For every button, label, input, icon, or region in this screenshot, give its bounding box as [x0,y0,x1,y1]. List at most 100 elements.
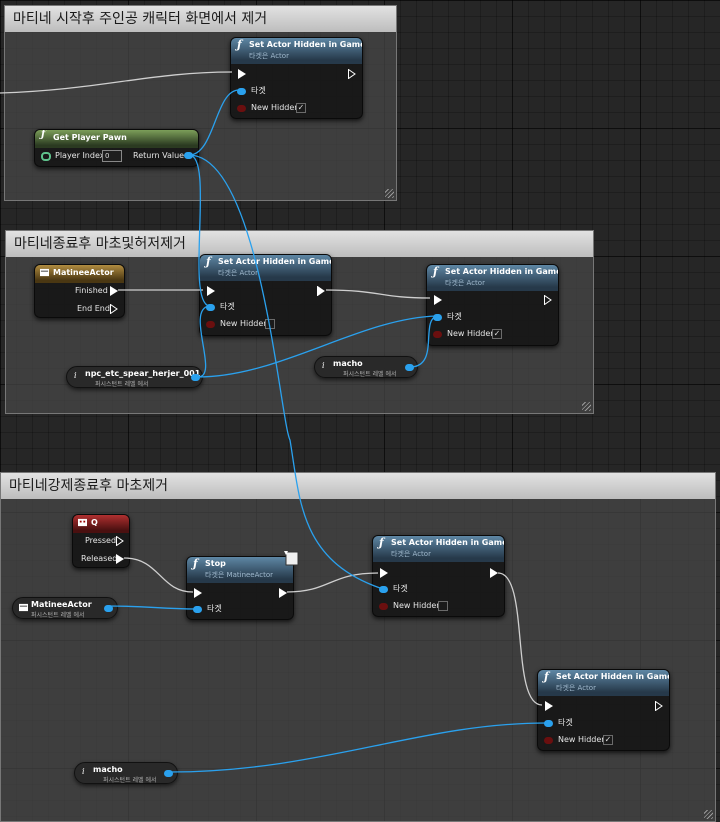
resize-handle[interactable] [582,402,591,411]
function-icon: ƒ [433,265,438,278]
node-title: Set Actor Hidden in Game [556,672,669,681]
player-index-input[interactable]: 0 [102,150,122,162]
target-pin[interactable] [193,606,202,613]
resize-handle[interactable] [385,189,394,198]
exec-in-pin[interactable] [238,69,246,79]
get-player-pawn-node[interactable]: ƒ Get Player Pawn Player Index 0 Return … [34,129,199,167]
new-hidden-checkbox[interactable]: ✓ [296,103,306,113]
node-header: ƒ Stop 타겟은 MatineeActor [187,557,293,583]
target-pin[interactable] [379,586,388,593]
new-hidden-pin[interactable] [379,603,388,610]
end-end-label: End End [77,304,110,313]
return-value-pin[interactable] [184,152,193,159]
actor-variable-node[interactable]: i macho 퍼시스턴트 레벨 에서 [314,356,418,378]
function-icon: ƒ [193,557,198,570]
exec-out-pin[interactable] [317,286,325,296]
function-icon: ƒ [41,130,46,140]
node-header: ƒ Set Actor Hidden in Game 타겟은 Actor [200,255,331,281]
new-hidden-pin[interactable] [544,737,553,744]
new-hidden-checkbox[interactable]: ✓ [603,735,613,745]
set-actor-hidden-node[interactable]: ƒ Set Actor Hidden in Game 타겟은 Actor 타겟 … [537,669,670,751]
new-hidden-checkbox[interactable] [438,601,448,611]
variable-source: 퍼시스턴트 레벨 에서 [95,381,149,388]
exec-out-pin[interactable] [655,701,663,711]
latent-clock-icon [284,551,299,566]
variable-output-pin[interactable] [405,364,414,371]
variable-output-pin[interactable] [191,374,200,381]
target-pin[interactable] [206,304,215,311]
node-subtitle: 타겟은 Actor [391,550,431,558]
exec-out-pin[interactable] [279,588,287,598]
variable-name: macho [333,359,363,368]
exec-in-pin[interactable] [207,286,215,296]
new-hidden-pin[interactable] [206,321,215,328]
exec-out-pin[interactable] [490,568,498,578]
set-actor-hidden-node[interactable]: ƒ Set Actor Hidden in Game 타겟은 Actor 타겟 … [426,264,559,346]
node-header: ƒ Get Player Pawn [35,130,198,148]
new-hidden-label: New Hidden [251,103,300,112]
new-hidden-checkbox[interactable] [265,319,275,329]
end-end-exec-pin[interactable] [110,304,118,314]
new-hidden-label: New Hidden [393,601,442,610]
new-hidden-pin[interactable] [237,105,246,112]
matinee-actor-event-node[interactable]: MatineeActor Finished End End [34,264,125,318]
set-actor-hidden-node[interactable]: ƒ Set Actor Hidden in Game 타겟은 Actor 타겟 … [199,254,332,336]
key-q-event-node[interactable]: Q Pressed Released [72,514,130,568]
exec-in-pin[interactable] [434,295,442,305]
variable-name: MatineeActor [31,600,92,609]
function-icon: ƒ [544,670,549,683]
resize-handle[interactable] [704,810,713,819]
pressed-label: Pressed [85,536,117,545]
actor-variable-node[interactable]: MatineeActor 퍼시스턴트 레벨 에서 [12,597,118,619]
node-header: ƒ Set Actor Hidden in Game 타겟은 Actor [373,536,504,562]
actor-variable-node[interactable]: i macho 퍼시스턴트 레벨 에서 [74,762,178,784]
node-subtitle: 타겟은 Actor [556,684,596,692]
finished-label: Finished [75,286,108,295]
released-label: Released [81,554,118,563]
function-icon: ƒ [206,255,211,268]
exec-in-pin[interactable] [545,701,553,711]
target-pin[interactable] [433,314,442,321]
node-title: Get Player Pawn [53,133,127,142]
variable-output-pin[interactable] [104,605,113,612]
new-hidden-label: New Hidden [558,735,607,744]
finished-exec-pin[interactable] [110,286,118,296]
exec-in-pin[interactable] [380,568,388,578]
node-title: Set Actor Hidden in Game [218,257,331,266]
variable-name: macho [93,765,123,774]
target-label: 타겟 [447,312,462,321]
target-pin[interactable] [544,720,553,727]
player-index-label: Player Index [55,151,105,160]
node-title: Set Actor Hidden in Game [249,40,362,49]
node-subtitle: 타겟은 Actor [445,279,485,287]
target-label: 타겟 [251,86,266,95]
comment-title[interactable]: 마티네 시작후 주인공 캐릭터 화면에서 제거 [5,6,396,32]
exec-out-pin[interactable] [348,69,356,79]
node-title: Set Actor Hidden in Game [445,267,558,276]
function-icon: ƒ [379,536,384,549]
new-hidden-label: New Hidden [220,319,269,328]
exec-in-pin[interactable] [194,588,202,598]
player-index-pin[interactable] [41,152,51,161]
new-hidden-label: New Hidden [447,329,496,338]
comment-title[interactable]: 마티네강제종료후 마초제거 [1,473,715,499]
target-pin[interactable] [237,88,246,95]
node-title: Set Actor Hidden in Game [391,538,504,547]
released-exec-pin[interactable] [116,554,124,564]
node-subtitle: 타겟은 MatineeActor [205,571,274,579]
variable-output-pin[interactable] [164,770,173,777]
node-title: Stop [205,559,226,568]
actor-variable-node[interactable]: i npc_etc_spear_herjer_001 퍼시스턴트 레벨 에서 [66,366,203,388]
set-actor-hidden-node[interactable]: ƒ Set Actor Hidden in Game 타겟은 Actor 타겟 … [230,37,363,119]
variable-icon: i [322,361,325,370]
stop-node[interactable]: ƒ Stop 타겟은 MatineeActor 타겟 [186,551,299,620]
new-hidden-checkbox[interactable]: ✓ [492,329,502,339]
exec-out-pin[interactable] [544,295,552,305]
function-icon: ƒ [237,38,242,51]
node-title: MatineeActor [53,268,114,277]
node-subtitle: 타겟은 Actor [249,52,289,60]
set-actor-hidden-node[interactable]: ƒ Set Actor Hidden in Game 타겟은 Actor 타겟 … [372,535,505,617]
new-hidden-pin[interactable] [433,331,442,338]
pressed-exec-pin[interactable] [116,536,124,546]
variable-source: 퍼시스턴트 레벨 에서 [103,777,157,784]
